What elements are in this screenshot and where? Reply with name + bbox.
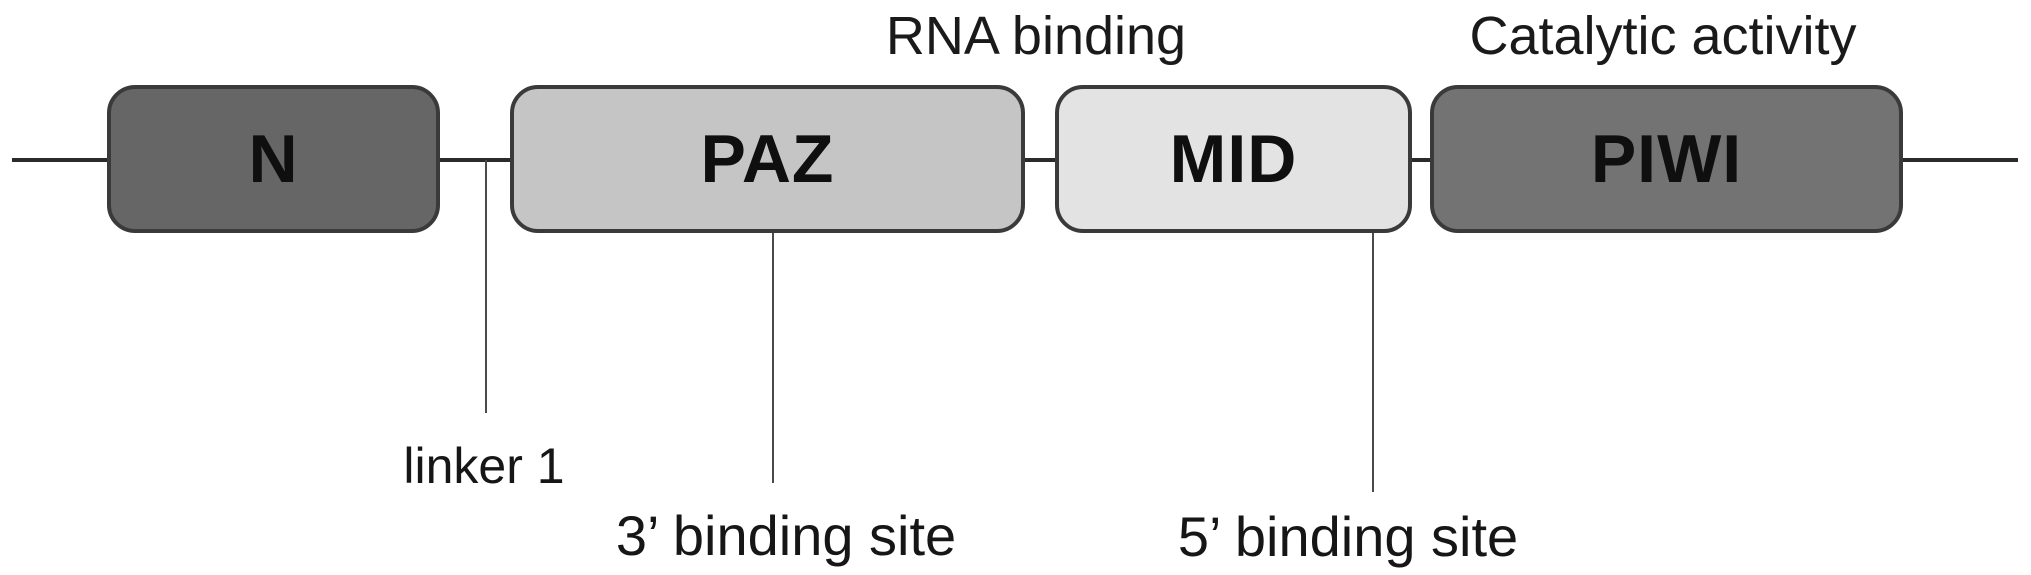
annotation-catalytic-activity: Catalytic activity (1469, 6, 1857, 66)
domain-label-n: N (248, 121, 299, 197)
annotation-rna-binding: RNA binding (885, 6, 1187, 66)
callout-line-3prime-binding-site (772, 233, 774, 483)
domain-label-mid: MID (1169, 121, 1298, 197)
callout-label-3prime-binding-site: 3’ binding site (615, 504, 957, 567)
domain-box-piwi: PIWI (1430, 85, 1903, 233)
callout-label-5prime-binding-site: 5’ binding site (1177, 505, 1519, 568)
domain-label-piwi: PIWI (1590, 121, 1743, 197)
callout-line-5prime-binding-site (1372, 233, 1374, 492)
domain-label-paz: PAZ (700, 121, 835, 197)
domain-box-mid: MID (1055, 85, 1412, 233)
domain-box-paz: PAZ (510, 85, 1025, 233)
callout-label-linker1: linker 1 (403, 438, 565, 494)
callout-line-linker1 (485, 160, 487, 413)
domain-box-n: N (107, 85, 440, 233)
